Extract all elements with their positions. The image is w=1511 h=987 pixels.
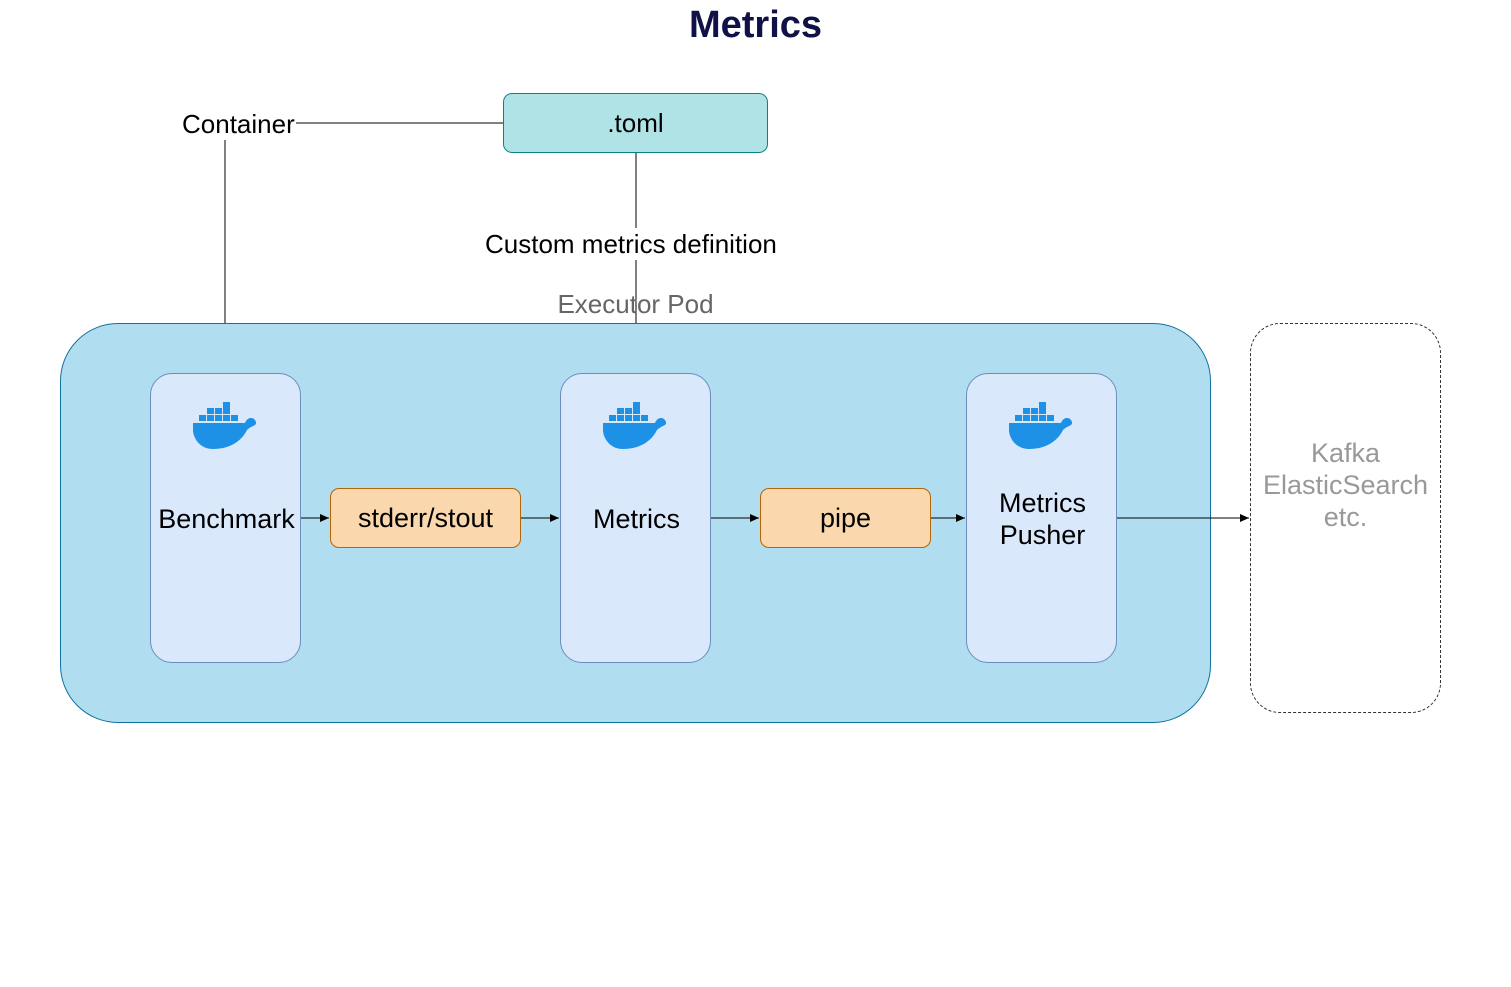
- metrics-pusher-line-2: Pusher: [999, 520, 1086, 550]
- external-sinks-box: Kafka ElasticSearch etc.: [1250, 323, 1441, 713]
- external-kafka: Kafka: [1310, 438, 1381, 468]
- stderr-stout-label: stderr/stout: [357, 502, 494, 533]
- benchmark-label: Benchmark: [158, 504, 295, 534]
- metrics-label: Metrics: [593, 504, 680, 534]
- metrics-pusher-line-1: Metrics: [999, 488, 1086, 518]
- metrics-pusher-label: Metrics Pusher: [947, 487, 1138, 551]
- toml-config-box: .toml: [503, 93, 768, 153]
- metrics-pusher-container: Metrics Pusher: [966, 373, 1117, 663]
- external-elasticsearch: ElasticSearch: [1262, 470, 1429, 500]
- pipe-label: pipe: [819, 502, 872, 533]
- stderr-stout-box: stderr/stout: [330, 488, 521, 548]
- container-label: Container: [181, 108, 296, 140]
- toml-label: .toml: [607, 107, 664, 138]
- executor-pod-label: Executor Pod: [557, 289, 714, 319]
- docker-whale-icon: [193, 402, 257, 449]
- docker-whale-icon: [1009, 402, 1073, 449]
- metrics-container: Metrics: [560, 373, 711, 663]
- benchmark-container: Benchmark: [150, 373, 301, 663]
- custom-metrics-label: Custom metrics definition: [484, 228, 778, 260]
- docker-whale-icon: [603, 402, 667, 449]
- diagram-title: Metrics: [688, 4, 823, 46]
- pipe-box: pipe: [760, 488, 931, 548]
- external-etc: etc.: [1323, 502, 1368, 532]
